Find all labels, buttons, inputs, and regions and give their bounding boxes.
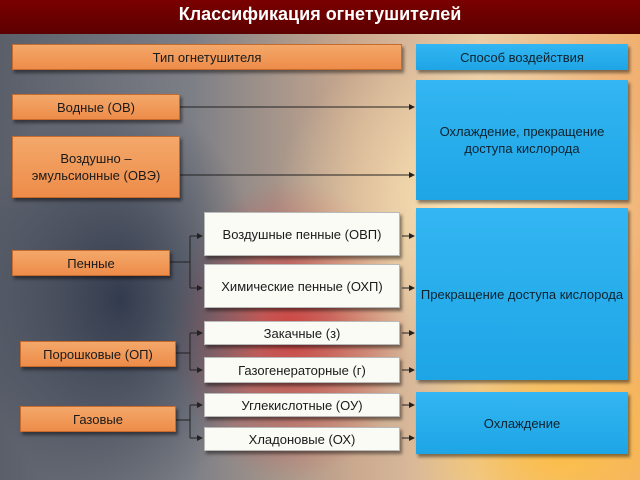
subtype-chem-foam: Химические пенные (ОХП)	[204, 264, 400, 308]
subtype-halon: Хладоновые (ОХ)	[204, 427, 400, 451]
title-bar	[0, 0, 640, 34]
subtype-charged: Закачные (з)	[204, 321, 400, 345]
method-cool-block: Охлаждение, прекращение доступа кислород…	[416, 80, 628, 200]
type-air-emulsion: Воздушно – эмульсионные (ОВЭ)	[12, 136, 180, 198]
method-cooling: Охлаждение	[416, 392, 628, 454]
type-water: Водные (ОВ)	[12, 94, 180, 120]
page-title: Классификация огнетушителей	[178, 4, 462, 24]
method-block-oxygen: Прекращение доступа кислорода	[416, 208, 628, 380]
header-type: Тип огнетушителя	[12, 44, 402, 70]
subtype-gas-generator: Газогенераторные (г)	[204, 357, 400, 383]
type-powder: Порошковые (ОП)	[20, 341, 176, 367]
subtype-air-foam: Воздушные пенные (ОВП)	[204, 212, 400, 256]
type-foam: Пенные	[12, 250, 170, 276]
header-method: Способ воздействия	[416, 44, 628, 70]
type-gas: Газовые	[20, 406, 176, 432]
subtype-co2: Углекислотные (ОУ)	[204, 393, 400, 417]
